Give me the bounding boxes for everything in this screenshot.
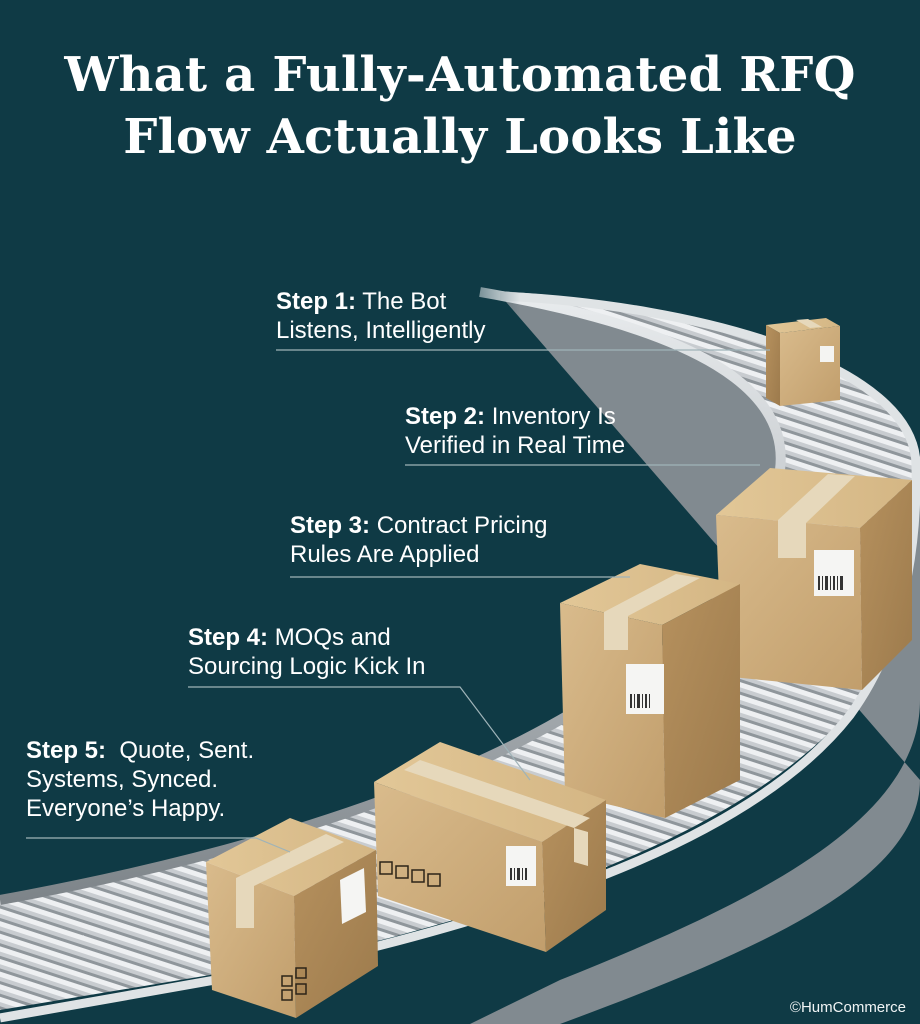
step-3-text-line-1: Contract Pricing	[376, 512, 548, 539]
title-line-1: What a Fully-Automated RFQ	[64, 47, 856, 103]
step-3-text-line-2: Rules Are Applied	[290, 541, 480, 568]
leader-line-step-5	[26, 837, 291, 853]
box-4	[374, 742, 606, 952]
step-4-text-line-2: Sourcing Logic Kick In	[188, 653, 426, 680]
step-5-callout: Step 5: Quote, Sent. Systems, Synced. Ev…	[26, 736, 254, 823]
box-5	[206, 818, 378, 1018]
step-1-callout: Step 1: The Bot Listens, Intelligently	[276, 287, 485, 345]
title-line-2: Flow Actually Looks Like	[123, 109, 797, 165]
copyright-notice: ©HumCommerce	[789, 999, 906, 1016]
step-4-callout: Step 4: MOQs and Sourcing Logic Kick In	[188, 623, 425, 681]
step-5-label: Step 5:	[26, 737, 107, 764]
step-3-callout: Step 3: Contract Pricing Rules Are Appli…	[290, 511, 547, 569]
box-1	[766, 318, 840, 406]
step-5-text-line-3: Everyone’s Happy.	[26, 795, 226, 822]
step-2-text-line-2: Verified in Real Time	[405, 432, 626, 459]
step-2-text-line-1: Inventory Is	[491, 403, 616, 430]
page-title: What a Fully-Automated RFQ Flow Actually…	[0, 44, 920, 168]
leader-line-step-4	[188, 686, 531, 781]
step-1-text-line-1: The Bot	[362, 288, 447, 315]
step-1-text-line-2: Listens, Intelligently	[276, 317, 486, 344]
step-4-label: Step 4:	[188, 624, 269, 651]
box-3	[560, 564, 740, 818]
step-5-text-line-2: Systems, Synced.	[26, 766, 219, 793]
step-1-label: Step 1:	[276, 288, 357, 315]
step-5-text-line-1: Quote, Sent.	[112, 737, 255, 764]
box-2	[716, 468, 912, 690]
step-3-label: Step 3:	[290, 512, 371, 539]
step-4-text-line-1: MOQs and	[274, 624, 391, 651]
leader-lines	[26, 349, 770, 853]
step-2-callout: Step 2: Inventory Is Verified in Real Ti…	[405, 402, 625, 460]
step-2-label: Step 2:	[405, 403, 486, 430]
